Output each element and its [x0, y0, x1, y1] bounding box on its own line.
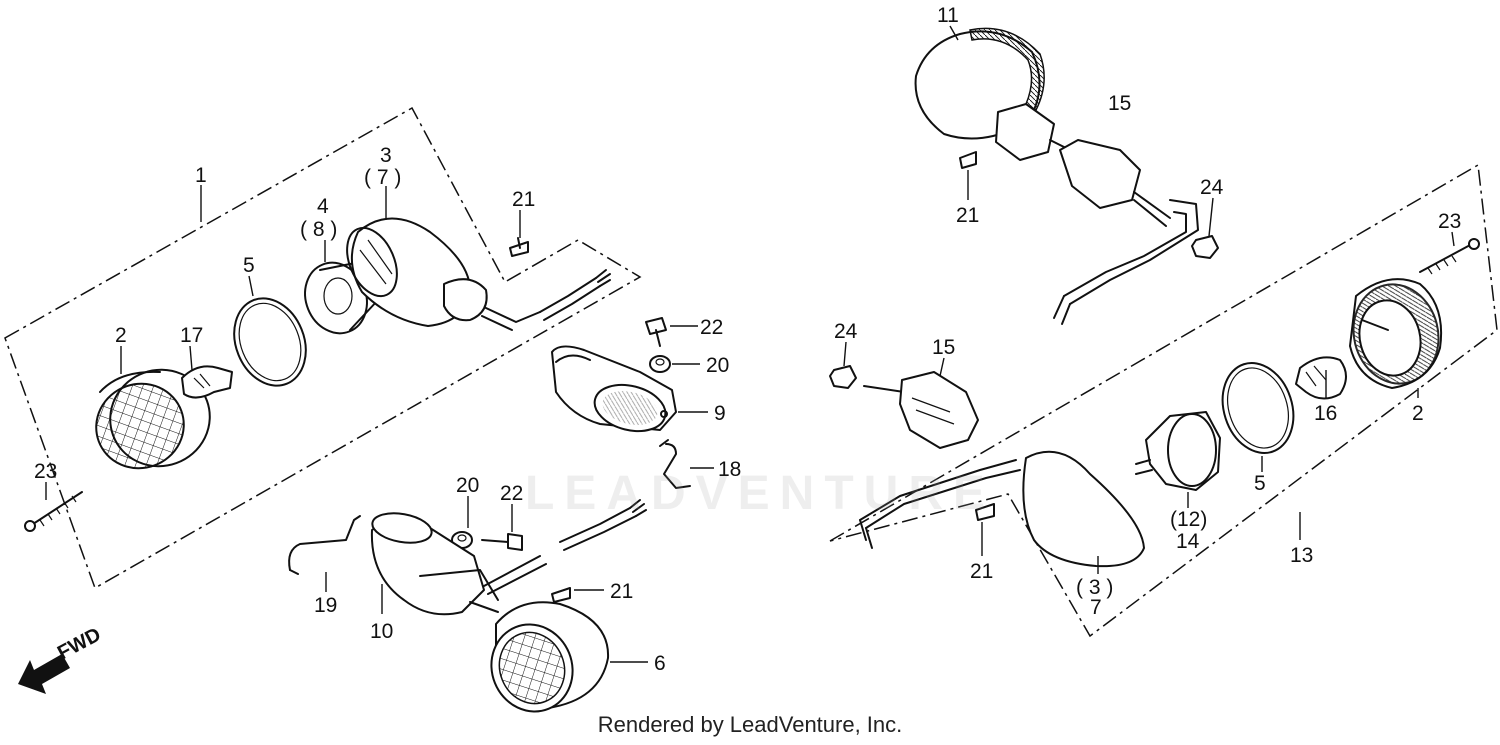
bulb-right [1295, 356, 1347, 400]
callout-14: 14 [1176, 530, 1200, 553]
callout-21-top-left: 21 [512, 188, 535, 211]
clamp-lower [370, 512, 547, 616]
callout-8: ( 8 ) [300, 218, 337, 241]
callout-24-right: 24 [834, 320, 858, 343]
callout-4: 4 [317, 195, 329, 218]
housing-left [346, 217, 541, 331]
callout-17: 17 [180, 324, 203, 347]
bulb-left [181, 365, 233, 399]
callout-21-top-right: 21 [956, 204, 979, 227]
callout-13: 13 [1290, 544, 1313, 567]
callout-20-lower: 20 [456, 474, 479, 497]
callout-24-top: 24 [1200, 176, 1224, 199]
front-light-lower [469, 601, 610, 713]
socket-right [1135, 411, 1221, 491]
callout-3-right: ( 3 ) [1076, 576, 1113, 599]
callout-21-middle: 21 [610, 580, 633, 603]
fwd-arrow-icon: FWD [18, 624, 105, 694]
leader-lines [45, 25, 1455, 663]
nut-20-upper [649, 355, 671, 373]
clamp-upper [551, 345, 677, 433]
callout-2-right: 2 [1412, 402, 1424, 425]
callout-21-lower-right: 21 [970, 560, 993, 583]
callout-5-right: 5 [1254, 472, 1266, 495]
callout-22-lower: 22 [500, 482, 523, 505]
screw-21-lower-right [975, 503, 995, 521]
callout-23-left: 23 [34, 460, 57, 483]
gasket-left [233, 297, 307, 387]
bolt-22-upper [645, 317, 667, 347]
nut-24-right [829, 365, 857, 389]
callout-1: 1 [195, 164, 207, 187]
fwd-label: FWD [54, 624, 105, 665]
callout-23-right: 23 [1438, 210, 1461, 233]
callout-7-right: 7 [1090, 596, 1102, 619]
callout-10: 10 [370, 620, 393, 643]
callout-12: (12) [1170, 508, 1207, 531]
assembly-boundary-left [4, 106, 642, 590]
screw-21-top-right [959, 151, 977, 169]
screw-21-top-left [509, 237, 529, 257]
callout-19: 19 [314, 594, 337, 617]
nut-24-top [1191, 235, 1219, 259]
lens-right [1349, 278, 1443, 389]
stay-15-right [863, 371, 979, 449]
callout-9: 9 [714, 402, 726, 425]
screw-left-lens [24, 491, 83, 532]
callout-15-right: 15 [932, 336, 955, 359]
callout-15-top: 15 [1108, 92, 1131, 115]
stay-15-top [1053, 139, 1199, 325]
housing-right [859, 450, 1145, 568]
rear-light-top [914, 27, 1071, 161]
stay-upper [659, 439, 691, 489]
callout-3-left: 3 [380, 144, 392, 167]
callout-22-upper: 22 [700, 316, 723, 339]
stay-lower [288, 515, 361, 575]
footer-credit: Rendered by LeadVenture, Inc. [597, 712, 903, 737]
callout-7-left: ( 7 ) [364, 166, 401, 189]
callout-2-left: 2 [115, 324, 127, 347]
callout-11: 11 [937, 4, 959, 27]
callout-6: 6 [654, 652, 666, 675]
lens-left [95, 368, 211, 470]
callout-5-left: 5 [243, 254, 255, 277]
gasket-right [1221, 362, 1295, 454]
wire-connector-left-top [539, 269, 611, 321]
wire-connector-center [559, 499, 647, 551]
screw-right-lens [1419, 238, 1480, 275]
screw-21-middle [551, 587, 571, 603]
callout-16: 16 [1314, 402, 1337, 425]
bolt-22-lower [481, 533, 523, 551]
assembly-boundary-right [829, 163, 1498, 638]
callout-20-upper: 20 [706, 354, 729, 377]
callout-18: 18 [718, 458, 741, 481]
